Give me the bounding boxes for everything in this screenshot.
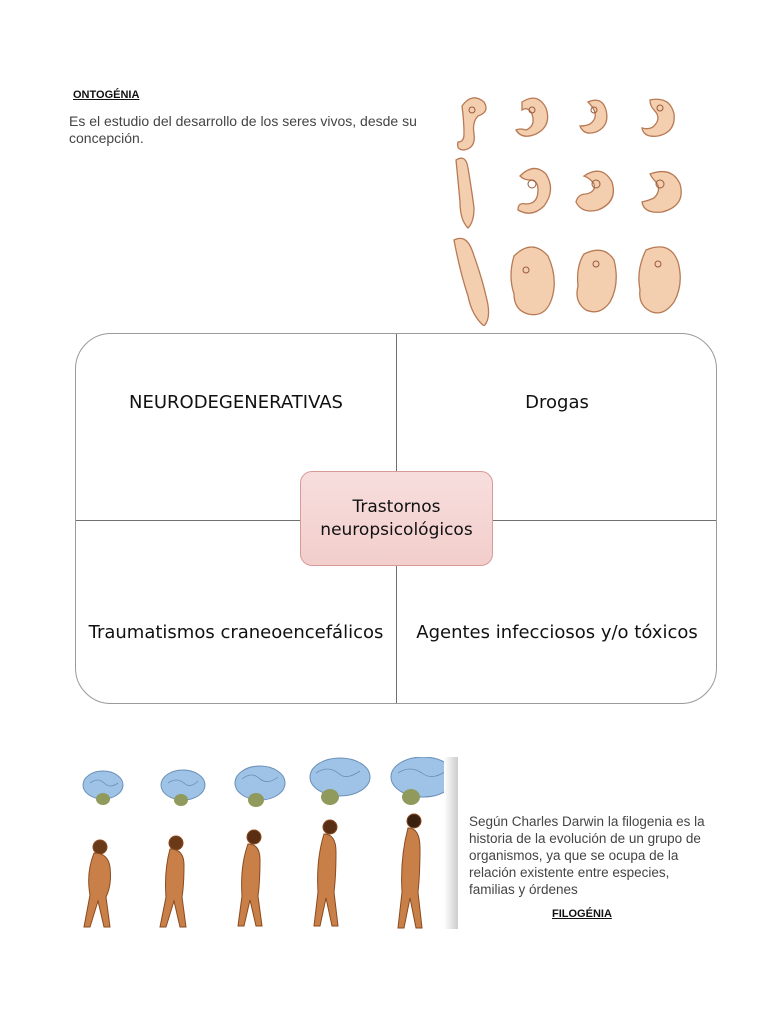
embryo-development-image (453, 97, 682, 326)
center-label-line2: neuropsicológicos (320, 519, 473, 540)
ontogenia-description: Es el estudio del desarrollo de los sere… (69, 113, 417, 146)
ontogenia-title: ONTOGÉNIA (73, 89, 140, 101)
filogenia-description: Según Charles Darwin la filogenia es la … (469, 814, 705, 897)
filogenia-title: FILOGÉNIA (552, 908, 612, 920)
image-edge-shade (444, 757, 458, 929)
quadrant-neurodegenerativas: NEURODEGENERATIVAS (129, 392, 343, 413)
center-box-trastornos: Trastornos neuropsicológicos (300, 471, 493, 566)
quadrant-drogas: Drogas (525, 392, 589, 413)
trastornos-diagram: NEURODEGENERATIVAS Drogas Traumatismos c… (75, 333, 717, 704)
quadrant-traumatismos: Traumatismos craneoencefálicos (88, 622, 384, 643)
quadrant-agentes: Agentes infecciosos y/o tóxicos (416, 622, 698, 643)
center-label-line1: Trastornos (352, 496, 441, 517)
human-evolution-brain-image (58, 756, 458, 929)
